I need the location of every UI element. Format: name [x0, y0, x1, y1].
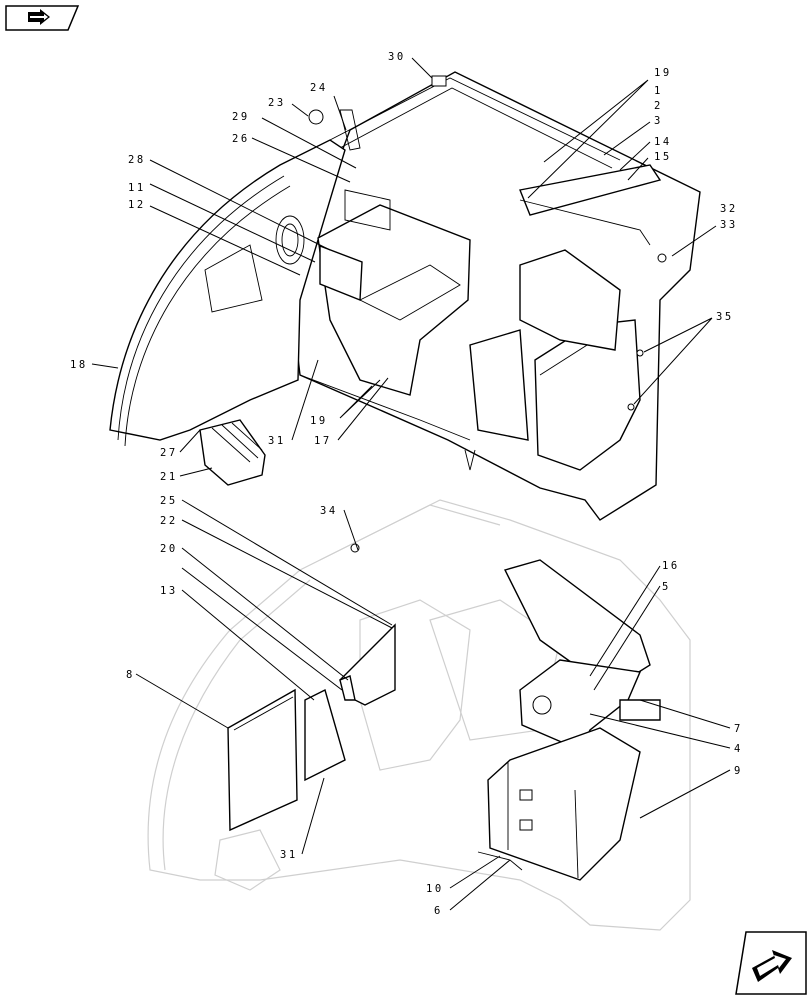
callout-20: 20	[160, 543, 178, 555]
callout-11: 11	[128, 182, 146, 194]
callout-3: 3	[654, 115, 663, 127]
callout-29: 29	[232, 111, 250, 123]
callout-28: 28	[128, 154, 146, 166]
return-arrow-icon	[28, 9, 50, 25]
callout-26: 26	[232, 133, 250, 145]
callout-31b: 31	[280, 849, 298, 861]
callout-7: 7	[734, 723, 743, 735]
callout-18: 18	[70, 359, 88, 371]
callout-24: 24	[310, 82, 328, 94]
callout-6: 6	[434, 905, 443, 917]
callout-1: 1	[654, 85, 663, 97]
callout-13: 13	[160, 585, 178, 597]
back-button[interactable]	[5, 5, 80, 31]
callout-15: 15	[654, 151, 672, 163]
callout-9: 9	[734, 765, 743, 777]
callout-17: 17	[314, 435, 332, 447]
callout-25: 25	[160, 495, 178, 507]
callouts: 30 19 1 2 3 14 15 24 23 29 26 28 11 12 3…	[70, 51, 743, 917]
callout-19b: 19	[310, 415, 328, 427]
callout-10: 10	[426, 883, 444, 895]
callout-16: 16	[662, 560, 680, 572]
callout-12: 12	[128, 199, 146, 211]
callout-27: 27	[160, 447, 178, 459]
callout-22: 22	[160, 515, 178, 527]
next-page-arrow-icon	[752, 950, 792, 982]
callout-30: 30	[388, 51, 406, 63]
callout-34: 34	[320, 505, 338, 517]
callout-19: 19	[654, 67, 672, 79]
upper-assembly	[109, 71, 701, 521]
callout-8: 8	[126, 669, 135, 681]
next-page-button[interactable]	[735, 931, 807, 995]
callout-31: 31	[268, 435, 286, 447]
callout-2: 2	[654, 100, 663, 112]
callout-32: 32	[720, 203, 738, 215]
callout-33: 33	[720, 219, 738, 231]
callout-23: 23	[268, 97, 286, 109]
callout-14: 14	[654, 136, 672, 148]
callout-5: 5	[662, 581, 671, 593]
lower-parts	[227, 543, 661, 881]
callout-21: 21	[160, 471, 178, 483]
leader-lines	[91, 57, 731, 911]
callout-35: 35	[716, 311, 734, 323]
callout-4: 4	[734, 743, 743, 755]
